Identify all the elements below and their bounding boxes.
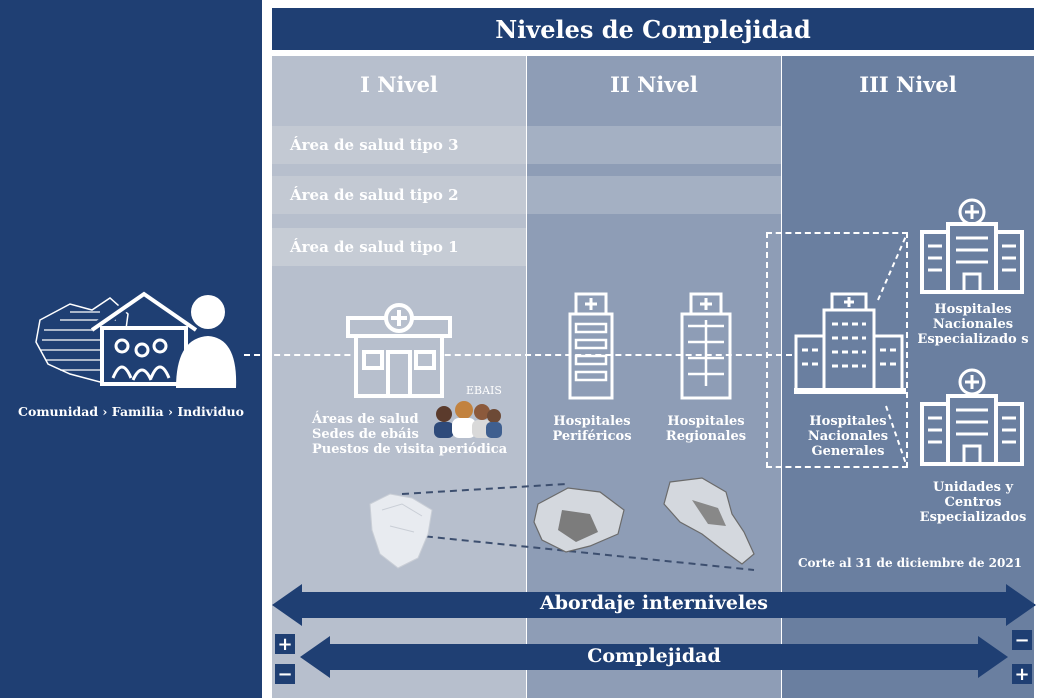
level-3-heading: III Nivel: [859, 72, 957, 97]
specialized-hospital-icon: [920, 198, 1024, 294]
area-type-3-extension: [527, 126, 781, 164]
national-hospitals-bracket: [766, 232, 908, 468]
specialized-units-label: Unidades y Centros Especializados: [919, 480, 1027, 525]
region-map-icon: [533, 487, 625, 553]
care-path-line: [244, 354, 792, 356]
interlevel-arrow: [272, 584, 1036, 626]
person-icon: [176, 295, 237, 388]
level-1-item-puestos: Puestos de visita periódica: [312, 442, 508, 457]
maps-illustration: [369, 477, 755, 571]
area-type-2-bar: Área de salud tipo 2: [272, 176, 526, 214]
specialized-units-icon: [920, 368, 1024, 466]
interlevel-label: Abordaje interniveles: [540, 592, 768, 614]
level-1-heading: I Nivel: [360, 72, 438, 97]
level-1-item-areas: Áreas de salud: [312, 412, 419, 427]
peripheral-hospitals-label: Hospitales Periféricos: [552, 414, 632, 444]
complexity-label: Complejidad: [587, 645, 721, 667]
peripheral-hospital-icon: [568, 292, 614, 400]
regional-hospital-icon: [680, 292, 732, 400]
plus-icon: +: [1012, 664, 1032, 685]
clinic-icon: [346, 303, 452, 398]
cutoff-note: Corte al 31 de diciembre de 2021: [797, 556, 1023, 570]
community-family-icon: [35, 290, 237, 388]
area-type-2-extension: [527, 176, 781, 214]
national-general-hospital-icon: [794, 292, 906, 394]
community-label: Comunidad › Familia › Individuo: [18, 404, 244, 419]
regional-hospitals-label: Hospitales Regionales: [665, 414, 747, 444]
level-1-items: Áreas de salud Sedes de ebáis Puestos de…: [312, 412, 512, 457]
level-2-heading: II Nivel: [610, 72, 698, 97]
specialized-connectors: [877, 235, 907, 465]
ebais-team-icon: [434, 401, 502, 438]
minus-icon: −: [1012, 630, 1032, 651]
level-1-item-sedes: Sedes de ebáis: [312, 427, 419, 442]
house-icon: [89, 290, 199, 386]
area-type-1-bar: Área de salud tipo 1: [272, 228, 526, 266]
national-general-label: Hospitales Nacionales Generales: [807, 414, 889, 459]
area-map-icon: [369, 493, 433, 569]
ebais-tag: EBAIS: [466, 384, 502, 397]
minus-icon: −: [275, 664, 295, 685]
page-title: Niveles de Complejidad: [272, 8, 1034, 50]
national-specialized-label: Hospitales Nacionales Especializado s: [917, 302, 1029, 347]
complexity-arrow: [300, 636, 1008, 678]
country-map-icon: [663, 477, 755, 565]
plus-icon: +: [275, 634, 295, 655]
area-type-3-bar: Área de salud tipo 3: [272, 126, 526, 164]
